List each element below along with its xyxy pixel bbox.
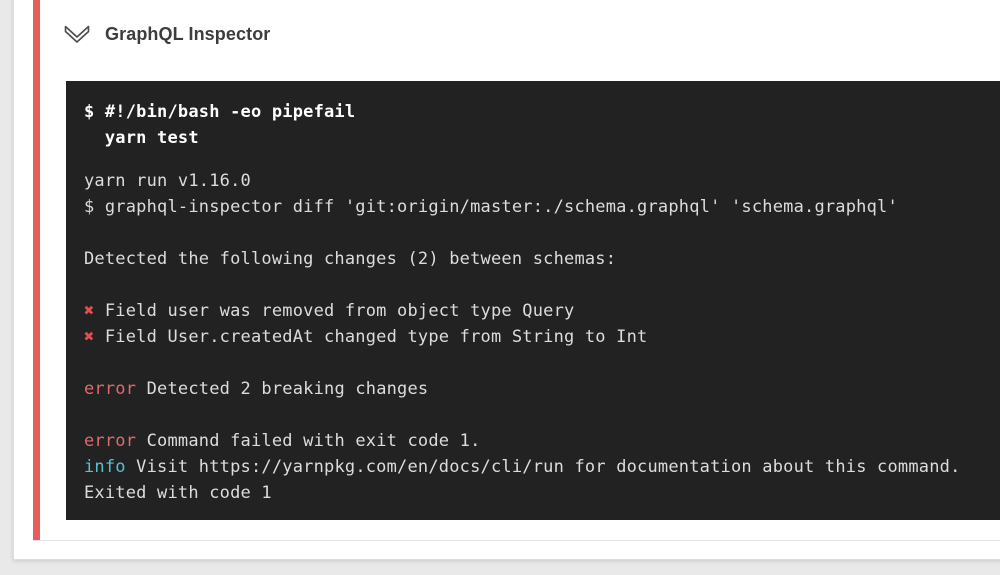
info-label: info xyxy=(84,457,126,477)
command-line: $ #!/bin/bash -eo pipefail xyxy=(84,102,356,122)
output-line-yarn-version: yarn run v1.16.0 xyxy=(84,171,251,191)
step-header-graphql-inspector[interactable]: GraphQL Inspector xyxy=(63,24,270,45)
blank-line xyxy=(84,272,1000,298)
blank-line xyxy=(84,402,1000,428)
info-line: info Visit https://yarnpkg.com/en/docs/c… xyxy=(84,454,1000,480)
output-line-detected-heading: Detected the following changes (2) betwe… xyxy=(84,249,617,269)
blank-line xyxy=(84,350,1000,376)
error-summary-text: Detected 2 breaking changes xyxy=(136,379,429,399)
error-label: error xyxy=(84,379,137,399)
step-title: GraphQL Inspector xyxy=(105,24,271,44)
chevron-down-icon[interactable] xyxy=(63,24,91,45)
exited-line: Exited with code 1 xyxy=(84,483,272,503)
error-summary-line: error Detected 2 breaking changes xyxy=(84,376,1000,402)
error-exit-text: Command failed with exit code 1. xyxy=(136,431,481,451)
breaking-change-text: Field user was removed from object type … xyxy=(94,301,575,321)
breaking-change-text: Field User.createdAt changed type from S… xyxy=(94,327,648,347)
error-label: error xyxy=(84,431,137,451)
blank-line xyxy=(84,220,1000,246)
cross-icon: ✖ xyxy=(84,327,95,347)
command-block: $ #!/bin/bash -eo pipefail yarn test xyxy=(84,99,1000,151)
output-line-diff-command: $ graphql-inspector diff 'git:origin/mas… xyxy=(84,197,898,217)
error-exit-line: error Command failed with exit code 1. xyxy=(84,428,1000,454)
step-divider xyxy=(33,540,1000,541)
breaking-change-line: ✖ Field User.createdAt changed type from… xyxy=(84,324,1000,350)
build-output-panel: GraphQL Inspector $ #!/bin/bash -eo pipe… xyxy=(13,0,1000,560)
output-block: yarn run v1.16.0 $ graphql-inspector dif… xyxy=(84,168,1000,506)
terminal-output: $ #!/bin/bash -eo pipefail yarn test yar… xyxy=(66,81,1000,520)
breaking-change-line: ✖ Field user was removed from object typ… xyxy=(84,298,1000,324)
command-line: yarn test xyxy=(84,128,199,148)
failed-step-accent-bar xyxy=(33,0,40,540)
info-text: Visit https://yarnpkg.com/en/docs/cli/ru… xyxy=(125,457,961,477)
cross-icon: ✖ xyxy=(84,301,95,321)
